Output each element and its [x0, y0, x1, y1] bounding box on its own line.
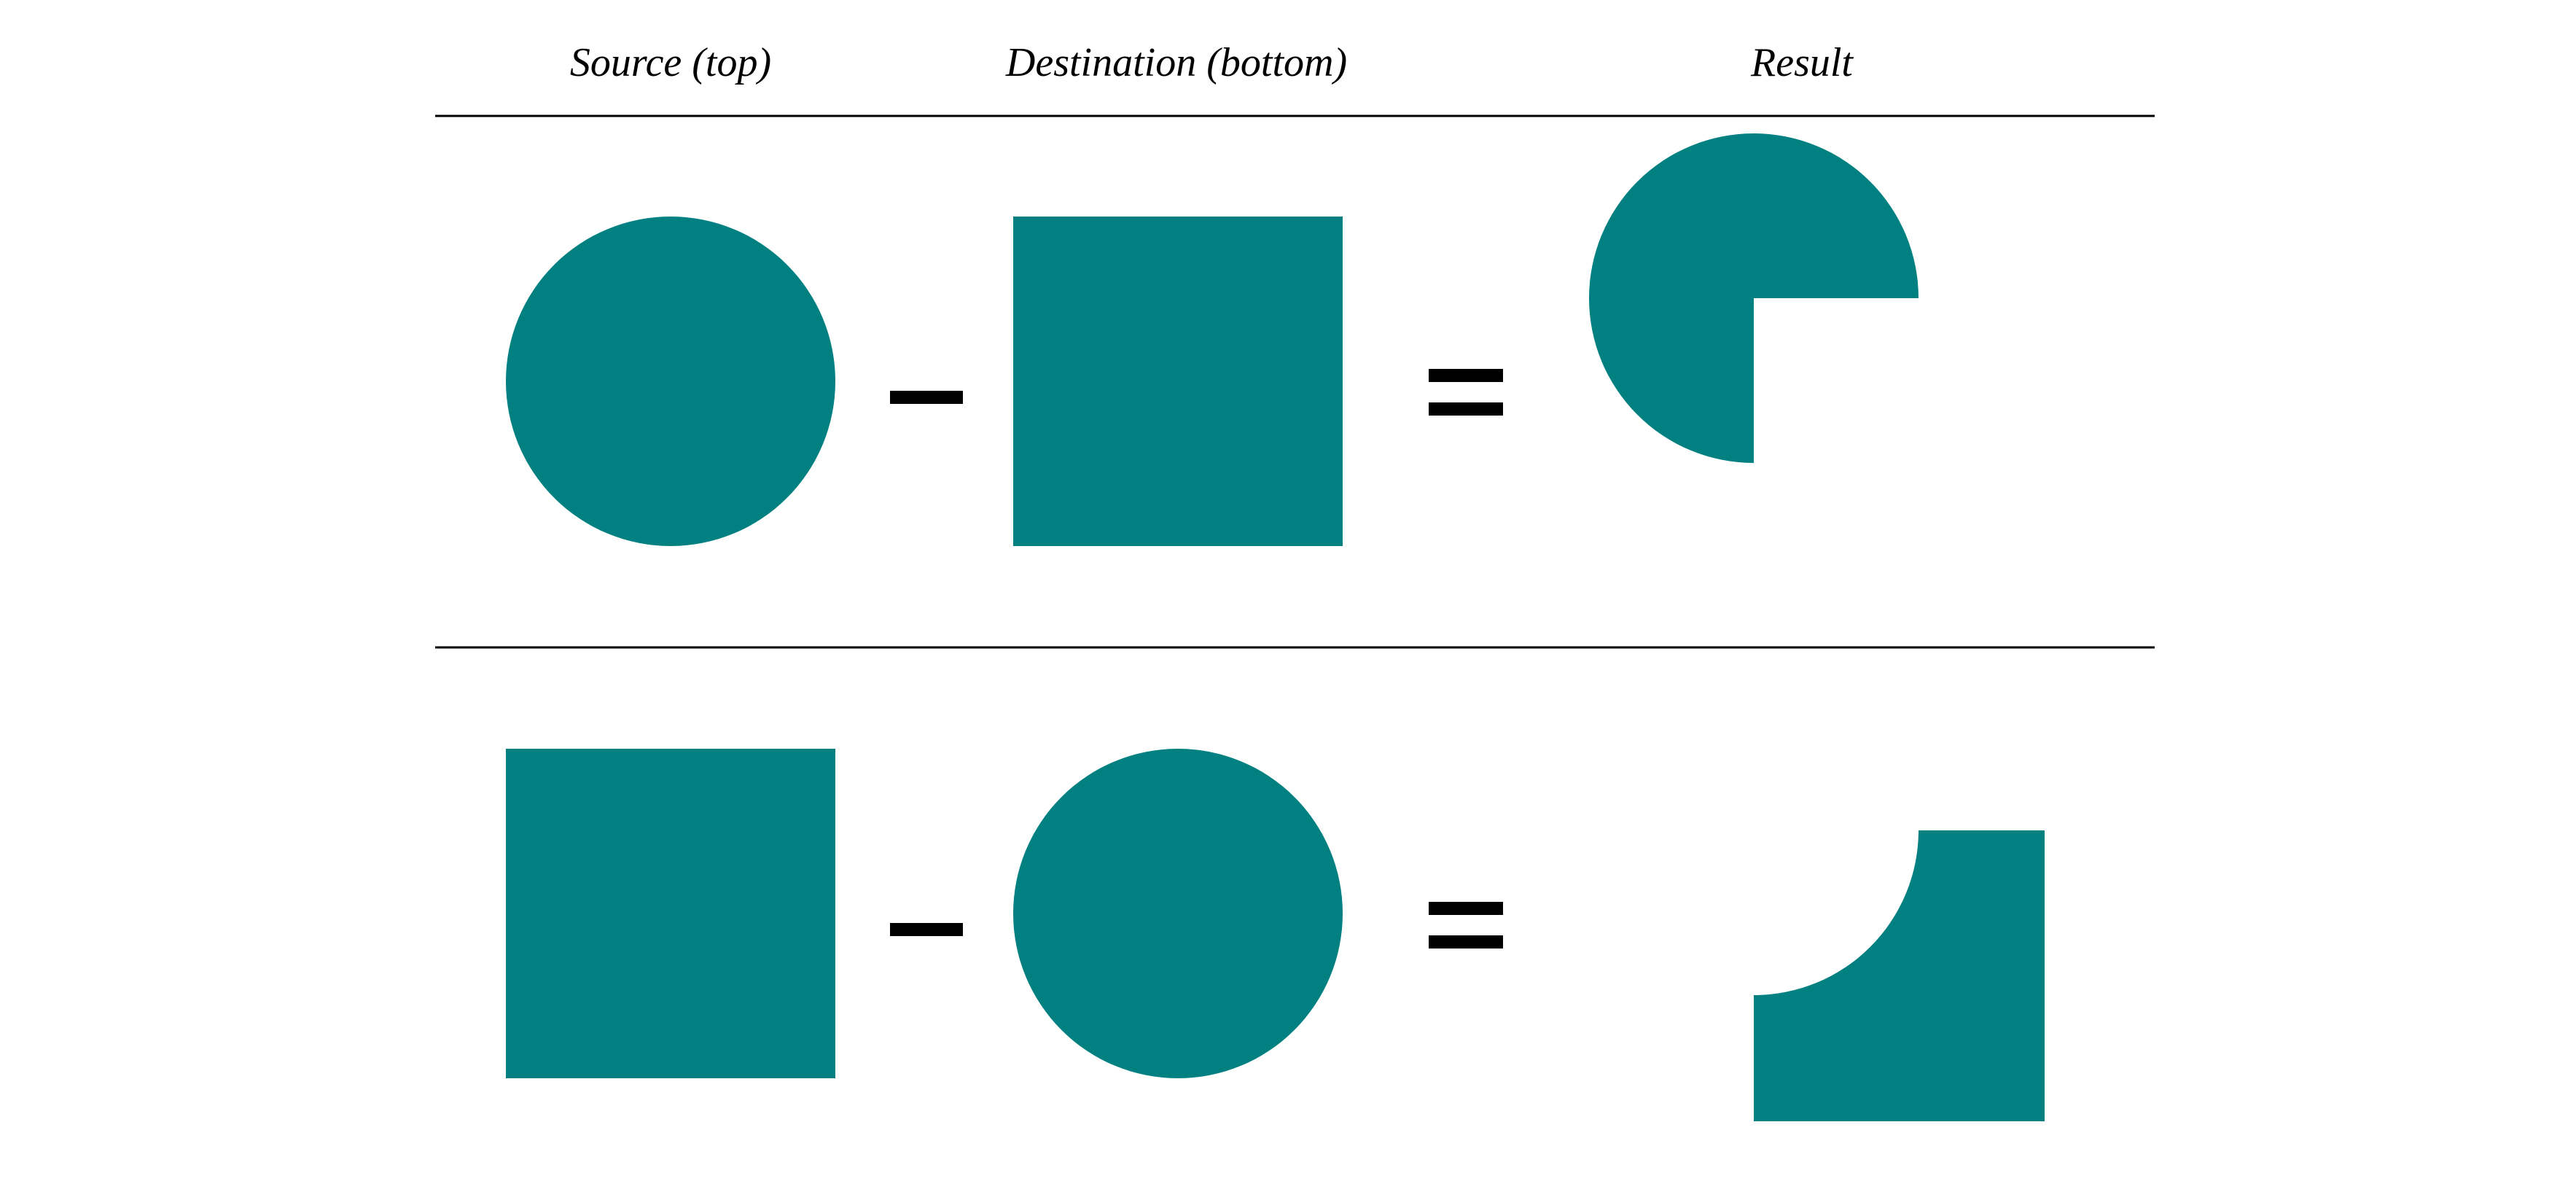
- row-1-result-shape: [1589, 133, 1919, 463]
- row-1-source-circle: [506, 217, 835, 546]
- row-2: [506, 749, 2045, 1121]
- row-1-equals-bar-bottom: [1429, 402, 1503, 416]
- row-2-destination-circle: [1013, 749, 1343, 1078]
- header-result: Result: [1750, 40, 1854, 85]
- row-2-equals-bar-top: [1429, 902, 1503, 915]
- row-1-equals-operator: [1429, 369, 1503, 416]
- row-1-equals-bar-top: [1429, 369, 1503, 382]
- row-1-minus-operator: [890, 391, 963, 404]
- row-2-source-square: [506, 749, 835, 1078]
- row-2-minus-operator: [890, 923, 963, 936]
- header-destination: Destination (bottom): [1005, 40, 1347, 85]
- row-1: [506, 133, 1919, 546]
- header-source: Source (top): [570, 40, 771, 85]
- row-1-destination-square: [1013, 217, 1343, 546]
- row-2-equals-bar-bottom: [1429, 935, 1503, 948]
- row-2-result-shape: [1754, 830, 2045, 1121]
- row-2-equals-operator: [1429, 902, 1503, 948]
